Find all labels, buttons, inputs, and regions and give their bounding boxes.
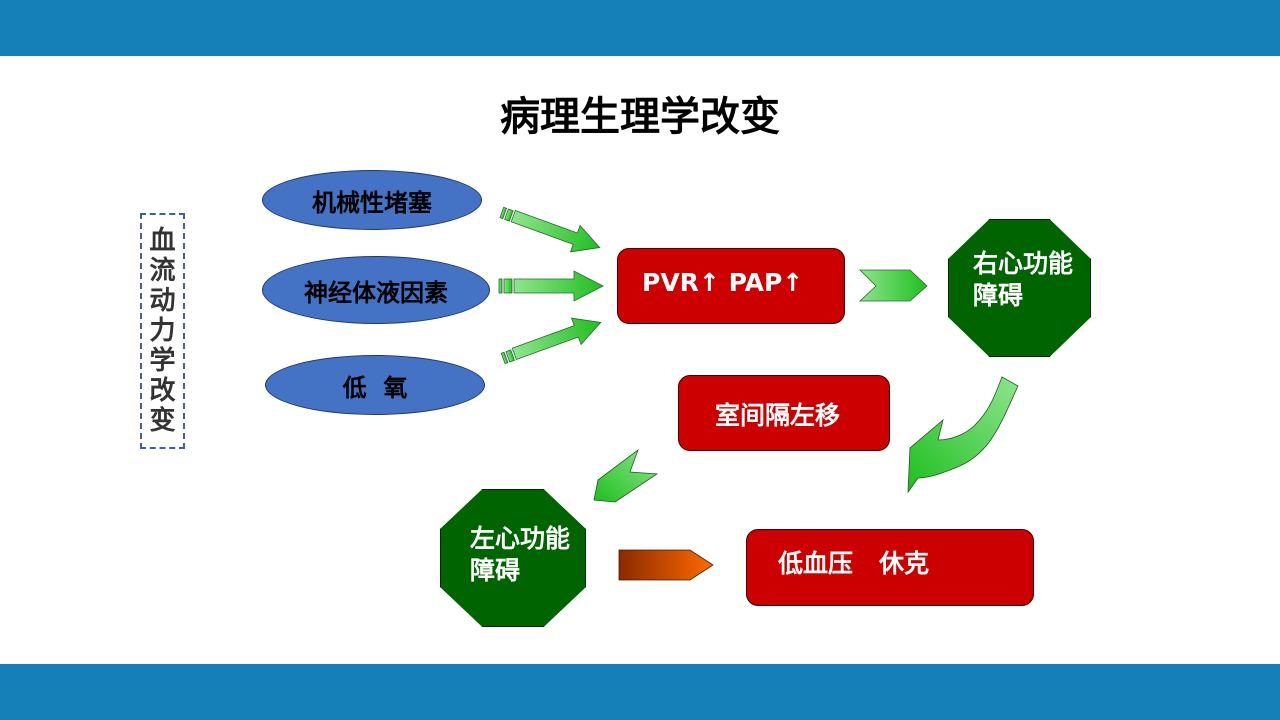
footer-bar bbox=[0, 664, 1280, 720]
node-pvr-pap-text: PVR↑ PAP↑ bbox=[642, 268, 804, 297]
node-septum-shift: 室间隔左移 bbox=[678, 375, 890, 451]
node-right-heart-line1: 右心功能 bbox=[973, 249, 1074, 278]
side-label-char: 改 bbox=[149, 376, 176, 406]
node-left-heart-dysfunction: 左心功能 障碍 bbox=[440, 489, 586, 627]
arrow-hypoxia-to-pvr bbox=[500, 317, 602, 365]
side-label-char: 动 bbox=[149, 286, 176, 316]
arrow-mechanical-to-pvr bbox=[499, 206, 601, 253]
node-septum-shift-text: 室间隔左移 bbox=[715, 401, 841, 430]
side-label-char: 变 bbox=[149, 406, 176, 436]
chevron-pvr-to-right-heart bbox=[858, 269, 928, 302]
chevron-septum-to-left-heart bbox=[593, 448, 659, 503]
node-shock-text: 低血压 休克 bbox=[778, 549, 930, 578]
arrow-neurohumoral-to-pvr bbox=[498, 270, 604, 302]
header-bar bbox=[0, 0, 1280, 56]
cause-hypoxia: 低 氧 bbox=[265, 355, 485, 415]
node-left-heart-line2: 障碍 bbox=[470, 556, 521, 585]
side-label-char: 力 bbox=[149, 316, 176, 346]
node-hypotension-shock: 低血压 休克 bbox=[746, 529, 1034, 606]
side-label-char: 流 bbox=[149, 256, 176, 286]
arrow-left-heart-to-shock bbox=[618, 549, 714, 581]
node-right-heart-line2: 障碍 bbox=[973, 281, 1024, 310]
node-right-heart-dysfunction: 右心功能 障碍 bbox=[948, 219, 1091, 357]
cause-neurohumoral: 神经体液因素 bbox=[262, 256, 490, 324]
hemodynamic-change-label: 血 流 动 力 学 改 变 bbox=[140, 213, 185, 449]
slide-title: 病理生理学改变 bbox=[500, 94, 780, 140]
cause-mechanical-obstruction: 机械性堵塞 bbox=[262, 170, 482, 230]
side-label-char: 血 bbox=[149, 226, 176, 256]
curved-arrow-right-heart-to-septum bbox=[907, 376, 1019, 494]
side-label-char: 学 bbox=[149, 346, 176, 376]
node-pvr-pap: PVR↑ PAP↑ bbox=[617, 248, 845, 324]
node-left-heart-line1: 左心功能 bbox=[470, 524, 571, 553]
